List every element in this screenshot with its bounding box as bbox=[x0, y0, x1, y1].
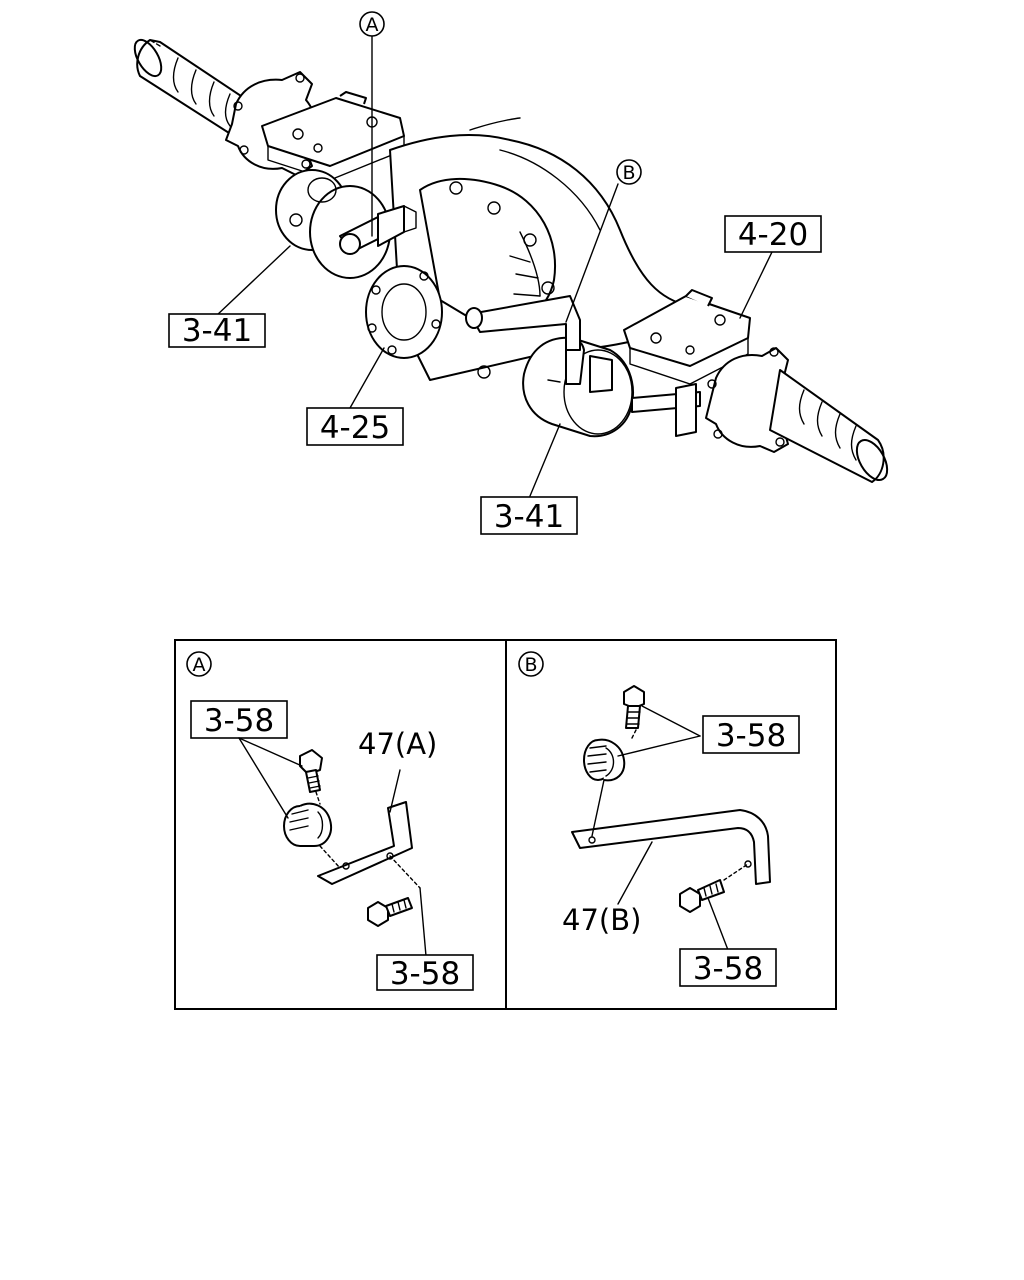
svg-text:3-58: 3-58 bbox=[693, 951, 763, 987]
detail-a-ref-bottom: 3-58 bbox=[376, 954, 474, 992]
callout-circle-b: B bbox=[616, 159, 642, 185]
callout-circle-a: A bbox=[359, 11, 385, 37]
svg-text:3-58: 3-58 bbox=[390, 956, 460, 992]
svg-text:3-41: 3-41 bbox=[182, 313, 252, 349]
detail-panels bbox=[174, 639, 837, 1010]
detail-a-bracket bbox=[317, 801, 413, 885]
svg-text:3-58: 3-58 bbox=[716, 718, 786, 754]
detail-a-part-label: 47(A) bbox=[358, 727, 437, 761]
pinion-flange bbox=[365, 265, 491, 379]
svg-text:B: B bbox=[524, 654, 537, 676]
ref-label-3-41-left: 3-41 bbox=[168, 313, 266, 349]
main-leader-lines bbox=[215, 35, 773, 497]
detail-b-ref-top: 3-58 bbox=[702, 715, 800, 754]
detail-a-ref-top: 3-58 bbox=[190, 700, 288, 739]
detail-b-grommet bbox=[583, 738, 626, 782]
detail-b-ref-bottom: 3-58 bbox=[679, 948, 777, 987]
right-axle-tube bbox=[769, 369, 889, 483]
svg-text:3-41: 3-41 bbox=[494, 499, 564, 535]
right-spring-seat bbox=[623, 289, 751, 385]
svg-text:3-58: 3-58 bbox=[204, 703, 274, 739]
ref-label-4-25: 4-25 bbox=[306, 407, 404, 446]
svg-text:4-25: 4-25 bbox=[320, 410, 390, 446]
detail-a-marker: A bbox=[186, 651, 212, 677]
detail-b-bracket bbox=[571, 809, 771, 885]
svg-text:A: A bbox=[193, 654, 206, 676]
detail-a-grommet bbox=[283, 802, 332, 847]
ref-label-3-41-bottom: 3-41 bbox=[480, 496, 578, 535]
detail-a: A 3-58 47(A) bbox=[186, 651, 474, 992]
detail-b-leaders bbox=[591, 705, 749, 951]
detail-a-leaders bbox=[238, 737, 427, 957]
detail-a-bolt-bottom bbox=[367, 897, 413, 927]
detail-a-bolt-top bbox=[299, 749, 323, 793]
detail-b-marker: B bbox=[518, 651, 544, 677]
detail-b: B 3-58 bbox=[518, 651, 800, 987]
svg-text:B: B bbox=[622, 162, 635, 184]
svg-text:A: A bbox=[366, 14, 379, 36]
left-brake-chamber bbox=[275, 169, 417, 279]
svg-text:4-20: 4-20 bbox=[738, 217, 808, 253]
detail-b-bolt-bottom bbox=[679, 879, 725, 913]
rear-axle-assembly bbox=[133, 38, 889, 483]
detail-b-part-label: 47(B) bbox=[562, 903, 641, 937]
ref-label-4-20: 4-20 bbox=[724, 215, 822, 253]
detail-b-bolt-top bbox=[623, 685, 645, 729]
right-brake-chamber bbox=[465, 295, 701, 438]
